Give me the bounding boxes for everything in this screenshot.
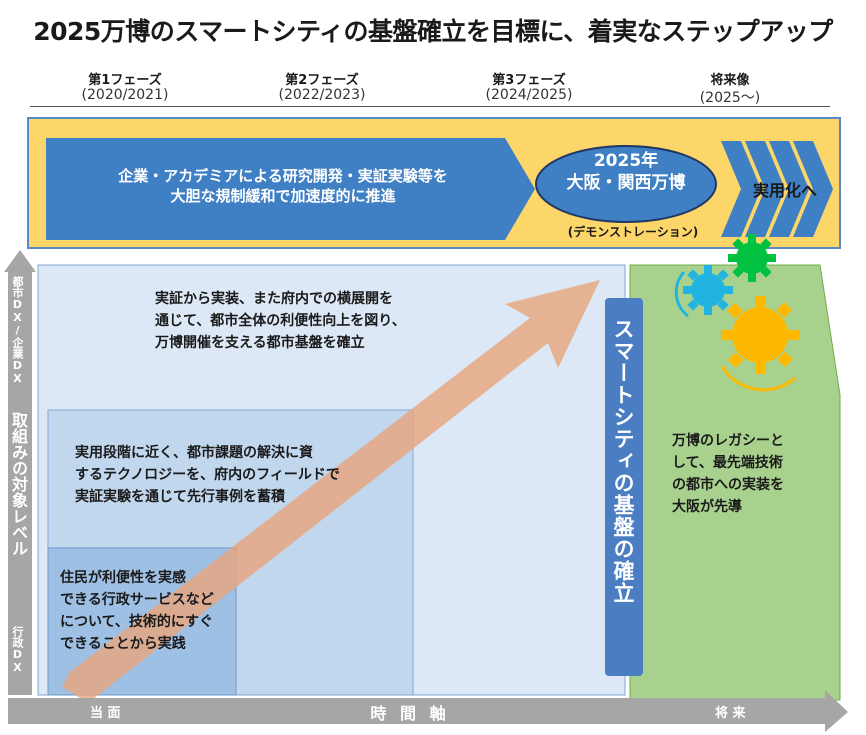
phase-3-name: 第3フェーズ — [492, 73, 566, 88]
phase-1-name: 第1フェーズ — [88, 73, 162, 88]
x-axis-left-label: 当 面 — [90, 706, 121, 721]
future-line2: して、最先端技術 — [672, 455, 783, 471]
expo-ellipse — [535, 145, 717, 223]
phase-1-years: (2020/2021) — [81, 87, 169, 103]
future-line4: 大阪が先導 — [672, 499, 742, 515]
tech-level-line2: するテクノロジーを、府内のフィールドで — [75, 467, 340, 483]
y-axis-main-label: 取組みの対象レベル — [9, 412, 28, 556]
admin-level-line2: できる行政サービスなど — [60, 592, 214, 608]
expo-name: 大阪・関西万博 — [566, 173, 686, 193]
y-axis-bottom-label: 行政DX — [11, 626, 24, 674]
city-level-line3: 万博開催を支える都市基盤を確立 — [155, 335, 365, 351]
y-axis-arrow — [4, 250, 36, 695]
admin-level-line1: 住民が利便性を実感 — [60, 570, 186, 586]
phase-2-name: 第2フェーズ — [285, 73, 359, 88]
phase-4-years: (2025〜) — [699, 90, 761, 106]
tech-level-line3: 実証実験を通じて先行事例を蓄積 — [75, 489, 285, 505]
gear-cyan-icon — [674, 265, 733, 318]
phase-2-years: (2022/2023) — [278, 87, 366, 103]
chevron-1 — [721, 141, 761, 237]
x-axis-right-label: 将 来 — [715, 706, 746, 721]
rd-arrow-line1: 企業・アカデミアによる研究開発・実証実験等を — [118, 167, 448, 185]
page-title: 2025万博のスマートシティの基盤確立を目標に、着実なステップアップ — [33, 17, 833, 46]
x-axis-arrow — [8, 690, 848, 732]
foundation-label: スマートシティの基盤の確立 — [611, 318, 635, 604]
rd-blue-arrow — [46, 138, 535, 240]
gear-green-icon — [728, 234, 776, 282]
expo-year: 2025年 — [593, 151, 659, 171]
city-level-line2: 通じて、都市全体の利便性向上を図り、 — [155, 313, 406, 329]
demo-label: (デモンストレーション) — [567, 225, 699, 239]
x-axis-center-label: 時 間 軸 — [370, 704, 450, 723]
city-level-line1: 実証から実装、また府内での横展開を — [155, 291, 393, 307]
rd-arrow-line2: 大胆な規制緩和で加速度的に推進 — [170, 187, 396, 205]
chevron-2 — [745, 141, 785, 237]
foundation-bar — [605, 298, 643, 676]
admin-level-line4: できることから実践 — [60, 636, 186, 652]
phase-divider-line — [30, 106, 830, 107]
phase-4-name: 将来像 — [710, 73, 750, 88]
y-axis-top-label: 都市DX/企業DX — [11, 276, 24, 385]
growth-arrow — [62, 280, 600, 703]
practical-label: 実用化へ — [752, 181, 817, 200]
future-line3: の都市への実装を — [672, 477, 784, 493]
admin-level-line3: について、技術的にすぐ — [60, 614, 214, 630]
phase-3-years: (2024/2025) — [485, 87, 573, 103]
future-line1: 万博のレガシーと — [672, 433, 784, 449]
chevron-4 — [793, 141, 833, 237]
chevron-3 — [769, 141, 809, 237]
tech-level-line1: 実用段階に近く、都市課題の解決に資 — [75, 445, 313, 461]
